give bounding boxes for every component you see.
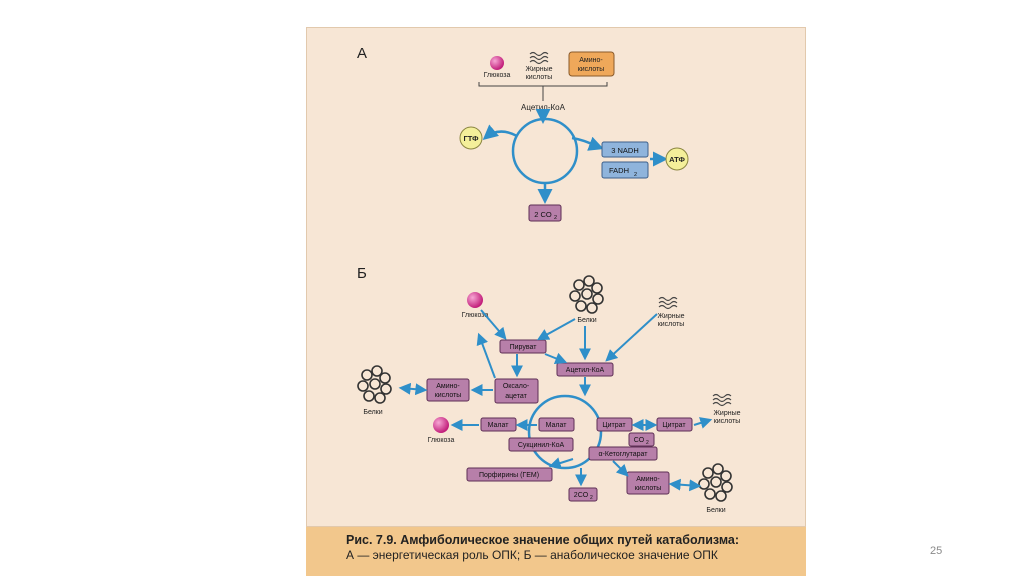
amino-acids-label-1: Амино- [579, 57, 603, 64]
amino-left-label-1: Амино- [436, 383, 460, 390]
fadh-box [601, 161, 649, 179]
ketoglutarate-box [588, 446, 658, 461]
arrow-amino-proteins-left [398, 382, 428, 396]
arrow-succinyl-porphyrins [548, 457, 574, 469]
arrow-proteins-pyruvate [536, 318, 576, 341]
pyruvate-label: Пируват [510, 344, 538, 351]
succinyl-coa-box [508, 437, 574, 452]
tca-cycle-b [527, 394, 603, 470]
gtf-label: ГТФ [464, 134, 480, 143]
co2-citrate-box [628, 432, 655, 447]
arrow-pyruvate-acetyl [544, 352, 568, 365]
arrow-to-gtf [482, 124, 518, 140]
co2-bottom-box [568, 487, 598, 502]
atf-label: АТФ [669, 155, 685, 164]
arrow-to-nadh [571, 136, 604, 151]
arrow-oxaloacetate-glucose [476, 332, 496, 379]
acetyl-coa-box [556, 362, 614, 377]
arrow-glucose-pyruvate [480, 309, 507, 340]
proteins-left-label: Белки [363, 409, 382, 416]
fatty-acids-top-label-1: Жирные [657, 313, 684, 320]
protein-bottom-icon [698, 463, 733, 502]
amino-bottom-label-1: Амино- [636, 476, 660, 483]
fatty-acids-label-2: кислоты [526, 74, 553, 81]
fadh-label: FADH [609, 166, 629, 175]
bracket [478, 82, 608, 87]
gtf-circle [459, 126, 483, 150]
fatty-acid-right-icon [712, 393, 732, 407]
fadh-subscript: 2 [634, 172, 637, 178]
porphyrins-label: Порфирины (ГЕМ) [479, 472, 539, 479]
malate-inner-box [538, 417, 575, 432]
amino-acids-box [568, 51, 615, 77]
co2-label-a: 2 CO [534, 210, 552, 219]
arrow-keto-amino [612, 460, 629, 477]
citrate-outer-label: Цитрат [662, 422, 686, 429]
acetyl-coa-b-label: Ацетил-КоА [566, 367, 605, 374]
citrate-inner-label: Цитрат [602, 422, 626, 429]
fatty-acid-top-icon [658, 296, 678, 310]
glucose-icon [490, 56, 504, 70]
figure-caption: Рис. 7.9. Амфиболическое значение общих … [306, 527, 806, 576]
pathway-diagram: А Глюкоза Жирные кислоты Амино- кислоты … [357, 45, 741, 514]
page-number: 25 [930, 545, 943, 557]
co2-citrate-label: CO [634, 437, 645, 444]
glucose-left-icon [433, 417, 449, 433]
panel-b-label: Б [357, 265, 367, 282]
proteins-bottom-label: Белки [706, 507, 725, 514]
arrow-fatty-acetyl [605, 313, 658, 362]
tca-cycle-a [511, 117, 579, 185]
protein-left-icon [357, 365, 392, 404]
amino-acids-label-2: кислоты [578, 66, 605, 73]
caption-title: Рис. 7.9. Амфиболическое значение общих … [346, 533, 740, 547]
caption-line: А — энергетическая роль ОПК; Б — анаболи… [346, 548, 718, 562]
fatty-acids-right-label-2: кислоты [714, 418, 741, 425]
co2-bottom-label: 2CO [574, 492, 589, 499]
malate-inner-label: Малат [546, 422, 568, 429]
oxaloacetate-box [494, 378, 539, 404]
ketoglutarate-label: α-Кетоглутарат [599, 451, 649, 458]
arrow-citrate-fatty [693, 417, 713, 429]
acetyl-coa-label: Ацетил-КоА [521, 103, 566, 112]
arrow-amino-proteins-bottom [668, 478, 702, 492]
nadh-label: 3 NADH [611, 146, 639, 155]
co2-box-a [528, 204, 562, 222]
amino-left-label-2: кислоты [435, 392, 462, 399]
co2-citrate-subscript: 2 [646, 440, 649, 446]
glucose-left-label: Глюкоза [428, 437, 455, 444]
glucose-top-icon [467, 292, 483, 308]
fatty-acids-right-label-1: Жирные [713, 410, 740, 417]
amino-bottom-label-2: кислоты [635, 485, 662, 492]
protein-top-icon [569, 275, 604, 314]
nadh-box [601, 141, 649, 158]
co2-subscript-a: 2 [554, 215, 557, 221]
pyruvate-box [499, 339, 547, 354]
proteins-top-label: Белки [577, 317, 596, 324]
panel-b-arrows [398, 309, 713, 492]
succinyl-coa-label: Сукцинил-КоА [518, 442, 565, 449]
oxaloacetate-label-1: Оксало- [503, 383, 530, 390]
atf-circle [665, 147, 689, 171]
fatty-acids-top-label-2: кислоты [658, 321, 685, 328]
malate-outer-label: Малат [488, 422, 510, 429]
oxaloacetate-label-2: ацетат [505, 393, 527, 400]
panel-a-label: А [357, 45, 367, 62]
glucose-label: Глюкоза [484, 72, 511, 79]
porphyrins-box [466, 467, 553, 482]
fatty-acid-icon [529, 51, 549, 65]
fatty-acids-label-1: Жирные [525, 66, 552, 73]
glucose-top-label: Глюкоза [462, 312, 489, 319]
figure-panel: А Глюкоза Жирные кислоты Амино- кислоты … [306, 27, 806, 527]
co2-bottom-subscript: 2 [590, 495, 593, 501]
